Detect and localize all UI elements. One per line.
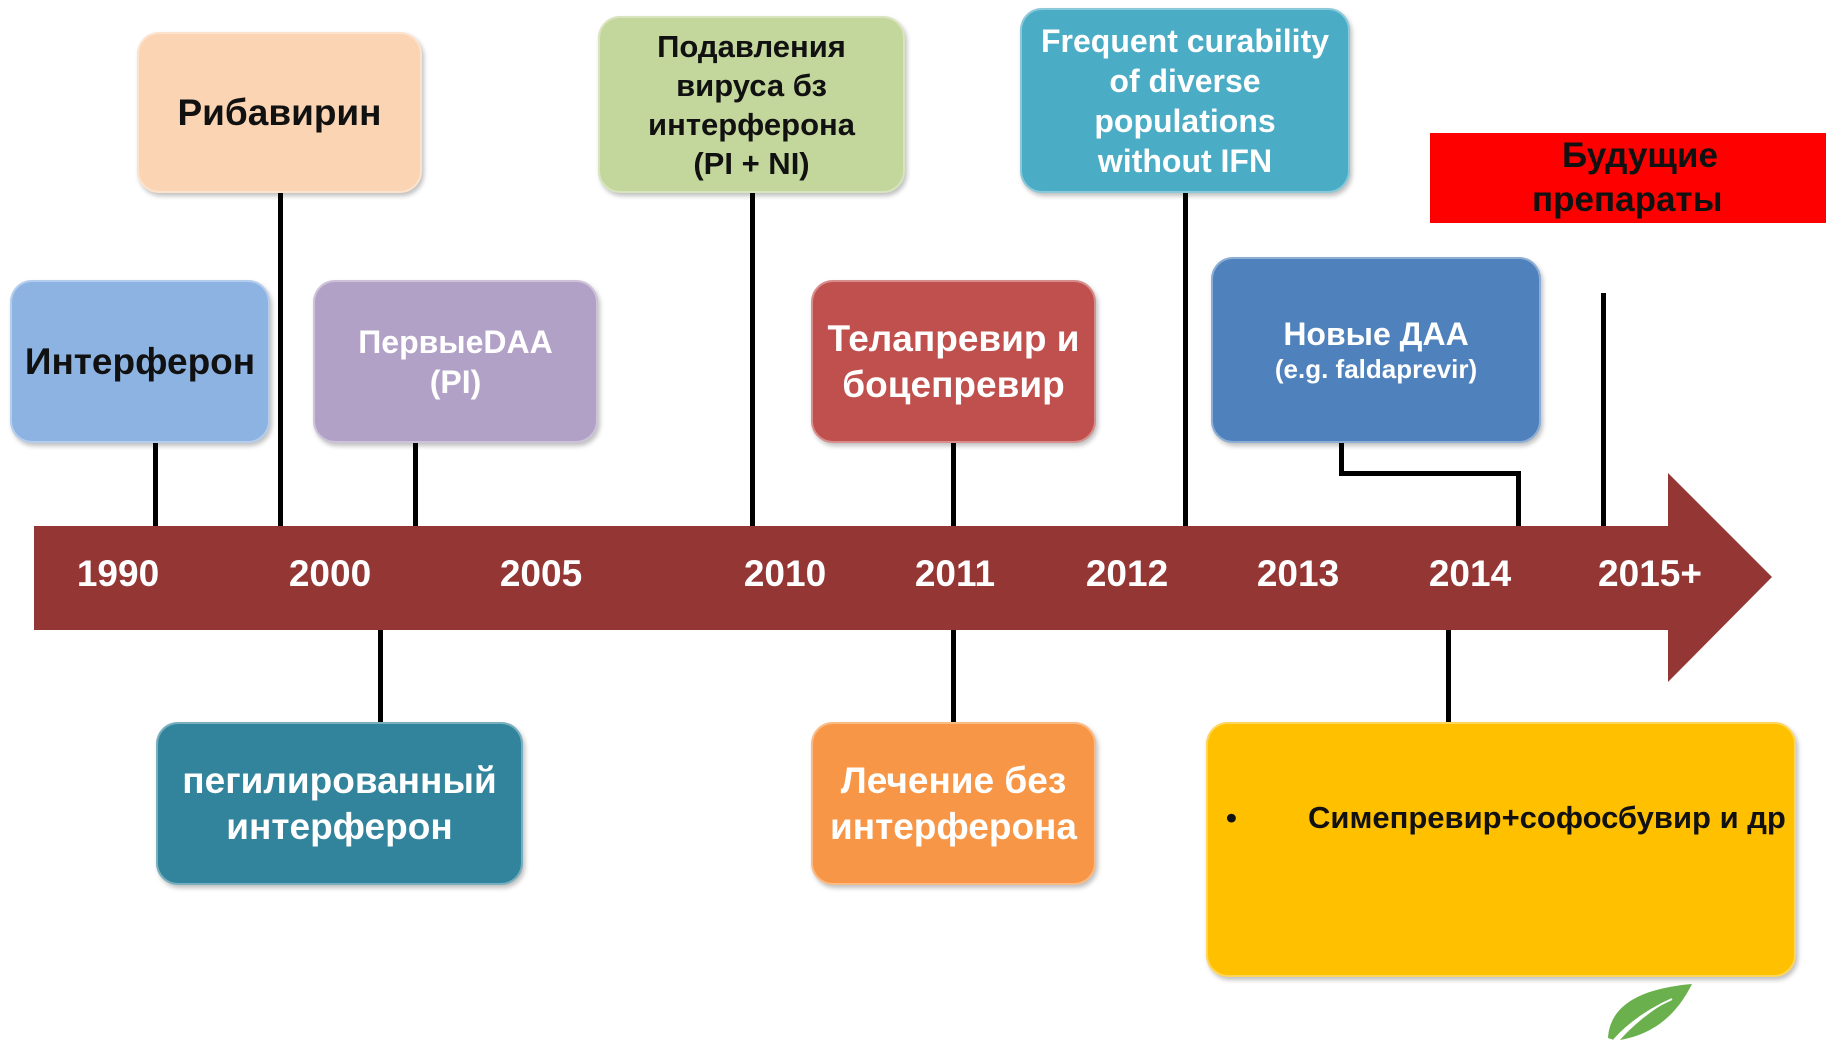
- interferon-box: Интерферон: [10, 280, 270, 443]
- connector-peg-ifn: [378, 630, 383, 722]
- connector-interferon: [153, 443, 158, 526]
- year-label: 2010: [743, 553, 827, 594]
- year-label: 2011: [914, 553, 996, 594]
- simeprevir-text: Симепревир+софосбувир и др: [1308, 800, 1786, 835]
- connector-simeprevir: [1446, 630, 1451, 722]
- future-drugs-box: Будущие препараты: [1430, 133, 1826, 223]
- connector-ifn-free: [951, 630, 956, 722]
- future-line1: Будущие: [1562, 136, 1718, 175]
- simeprevir-bullet: •: [1226, 800, 1237, 835]
- connector-future: [1601, 293, 1606, 526]
- interferon-label: Интерферон: [24, 340, 256, 382]
- ifn-free-line1: Лечение без: [840, 759, 1067, 801]
- simeprevir-box: • Симепревир+софосбувир и др: [1206, 722, 1796, 977]
- new-daa-line1: Новые ДАА: [1283, 316, 1469, 352]
- telaprevir-line2: боцепревир: [842, 363, 1065, 405]
- connector-new-daa-a: [1339, 443, 1344, 476]
- first-daa-box: ПервыеDAA (PI): [313, 280, 598, 443]
- year-label: 2014: [1428, 553, 1512, 594]
- connector-frequent: [1183, 193, 1188, 526]
- timeline-arrow-shape: [34, 473, 1772, 682]
- peg-ifn-line2: интерферон: [226, 805, 453, 847]
- leaf-logo-icon: [1608, 984, 1692, 1041]
- suppression-line2: вируса бз: [676, 67, 827, 103]
- connector-new-daa-c: [1516, 471, 1521, 526]
- ifn-free-line2: интерферона: [830, 805, 1077, 847]
- year-label: 2000: [288, 553, 372, 594]
- suppression-line3: интерферона: [648, 106, 855, 142]
- future-line2: препараты: [1532, 180, 1723, 219]
- connector-ribavirin: [278, 193, 283, 526]
- ifn-free-box: Лечение без интерферона: [811, 722, 1096, 885]
- suppression-box: Подавления вируса бз интерферона (PI + N…: [598, 16, 905, 193]
- first-daa-line1: ПервыеDAA: [358, 323, 553, 360]
- suppression-line1: Подавления: [657, 28, 846, 64]
- peg-ifn-line1: пегилированный: [182, 759, 497, 801]
- year-label: 2015+: [1598, 553, 1702, 594]
- frequent-line2: of diverse: [1109, 62, 1261, 99]
- first-daa-line2: (PI): [429, 363, 482, 400]
- year-label: 2012: [1085, 553, 1169, 594]
- connector-new-daa-b: [1339, 471, 1521, 476]
- connector-suppression: [750, 193, 755, 526]
- telaprevir-line1: Телапревир и: [827, 317, 1080, 359]
- connector-first-daa: [413, 443, 418, 526]
- year-label: 1990: [76, 553, 160, 594]
- new-daa-box: Новые ДАА (e.g. faldaprevir): [1211, 257, 1541, 443]
- year-label: 2005: [499, 553, 583, 594]
- peg-interferon-box: пегилированный интерферон: [156, 722, 523, 885]
- frequent-line1: Frequent curability: [1040, 22, 1330, 59]
- frequent-line4: without IFN: [1097, 142, 1273, 179]
- connector-telaprevir: [951, 443, 956, 526]
- frequent-line3: populations: [1094, 102, 1276, 139]
- new-daa-line2: (e.g. faldaprevir): [1274, 354, 1478, 384]
- suppression-line4: (PI + NI): [693, 145, 810, 181]
- year-label: 2013: [1256, 553, 1340, 594]
- ribavirin-box: Рибавирин: [137, 32, 422, 193]
- ribavirin-label: Рибавирин: [177, 91, 382, 133]
- frequent-curability-box: Frequent curability of diverse populatio…: [1020, 8, 1350, 193]
- telaprevir-box: Телапревир и боцепревир: [811, 280, 1096, 443]
